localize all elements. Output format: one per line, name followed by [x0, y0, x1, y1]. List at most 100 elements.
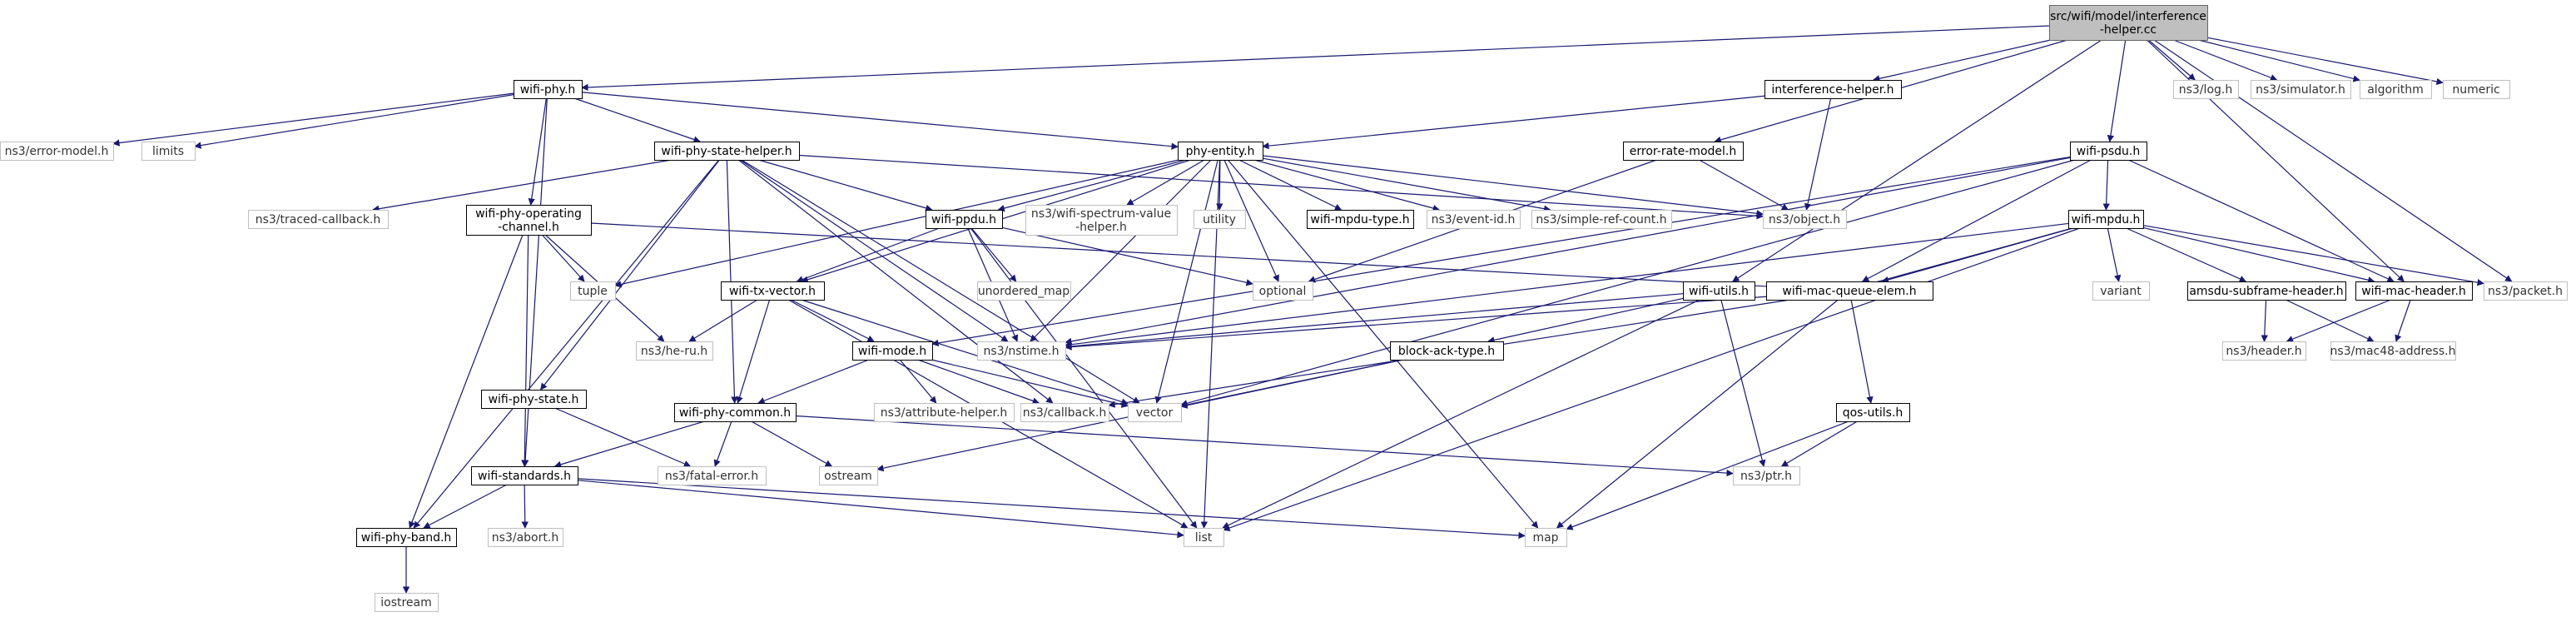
node-box [658, 466, 767, 485]
node-label: -helper.h [1075, 221, 1127, 234]
edge-phy-entity-to-vector [1154, 159, 1219, 404]
node-box [1733, 466, 1800, 485]
node-phy-entity[interactable]: phy-entity.h [1178, 142, 1263, 161]
node-block-ack-type[interactable]: block-ack-type.h [1390, 341, 1504, 361]
node-ns3-nstime[interactable]: ns3/nstime.h [977, 341, 1066, 361]
node-label: ns3/error-model.h [5, 145, 109, 158]
edge-qos-utils-to-ns3-ptr [1780, 420, 1858, 467]
node-tuple[interactable]: tuple [570, 281, 616, 301]
node-wifi-mpdu-type[interactable]: wifi-mpdu-type.h [1307, 210, 1414, 229]
node-ns3-ptr[interactable]: ns3/ptr.h [1733, 466, 1800, 485]
node-interference-helper[interactable]: interference-helper.h [1764, 80, 1902, 99]
node-wifi-standards[interactable]: wifi-standards.h [471, 466, 578, 485]
node-wifi-ppdu[interactable]: wifi-ppdu.h [926, 210, 1003, 229]
node-label: wifi-mpdu.h [2072, 213, 2141, 226]
edge-wifi-tx-vector-to-wifi-mode [790, 299, 875, 342]
node-wifi-phy-operating-channel[interactable]: wifi-phy-operating-channel.h [466, 205, 592, 236]
node-error-rate-model[interactable]: error-rate-model.h [1623, 142, 1744, 161]
node-label: ns3/nstime.h [984, 345, 1060, 358]
node-box [1764, 80, 1902, 99]
edge-phy-entity-to-ns3-object [1262, 155, 1764, 217]
node-vector[interactable]: vector [1128, 403, 1182, 422]
node-ns3-traced-callback[interactable]: ns3/traced-callback.h [248, 210, 389, 229]
node-ns3-he-ru[interactable]: ns3/he-ru.h [636, 341, 713, 361]
node-box [2070, 142, 2147, 161]
node-wifi-phy-common[interactable]: wifi-phy-common.h [674, 403, 797, 422]
node-wifi-utils[interactable]: wifi-utils.h [1683, 281, 1755, 301]
edge-wifi-phy-state-to-ns3-fatal-error [554, 407, 692, 467]
node-root[interactable]: src/wifi/model/interference-helper.cc [2049, 5, 2208, 41]
node-ns3-abort[interactable]: ns3/abort.h [488, 528, 563, 547]
edge-wifi-phy-state-helper-to-ns3-nstime [739, 159, 1009, 342]
node-wifi-mac-header[interactable]: wifi-mac-header.h [2355, 281, 2473, 301]
node-box [977, 281, 1071, 301]
node-ns3-object[interactable]: ns3/object.h [1763, 210, 1847, 229]
edge-wifi-mpdu-to-wifi-mac-header [2142, 226, 2375, 284]
node-ns3-simulator[interactable]: ns3/simulator.h [2251, 80, 2351, 99]
node-ns3-callback[interactable]: ns3/callback.h [1020, 403, 1109, 422]
edge-wifi-mode-to-wifi-phy-common [757, 359, 870, 405]
node-unordered-map[interactable]: unordered_map [977, 281, 1071, 301]
node-wifi-tx-vector[interactable]: wifi-tx-vector.h [721, 281, 825, 301]
node-ns3-mac48-address[interactable]: ns3/mac48-address.h [2330, 341, 2456, 361]
node-qos-utils[interactable]: qos-utils.h [1836, 403, 1910, 422]
node-label: ns3/object.h [1769, 213, 1840, 226]
node-label: wifi-mode.h [858, 345, 926, 358]
node-wifi-phy-state-helper[interactable]: wifi-phy-state-helper.h [654, 142, 800, 161]
node-ns3-fatal-error[interactable]: ns3/fatal-error.h [658, 466, 767, 485]
node-ns3-error-model[interactable]: ns3/error-model.h [0, 142, 114, 161]
edge-root-to-ns3-packet [2153, 39, 2513, 282]
node-label: vector [1136, 406, 1174, 420]
node-ostream[interactable]: ostream [819, 466, 878, 485]
node-label: tuple [578, 285, 608, 298]
node-label: qos-utils.h [1843, 406, 1903, 420]
node-numeric[interactable]: numeric [2443, 80, 2510, 99]
node-limits[interactable]: limits [141, 142, 196, 161]
node-wifi-mac-queue-elem[interactable]: wifi-mac-queue-elem.h [1766, 281, 1933, 301]
node-algorithm[interactable]: algorithm [2360, 80, 2432, 99]
node-label: variant [2100, 285, 2142, 298]
edge-wifi-tx-vector-to-vector [801, 299, 1129, 406]
edge-wifi-psdu-to-set [1861, 159, 2092, 282]
edge-wifi-tx-vector-to-wifi-phy-common [736, 299, 771, 404]
edge-wifi-utils-to-ns3-nstime [1065, 293, 1684, 350]
node-optional[interactable]: optional [1253, 281, 1313, 301]
node-ns3-packet[interactable]: ns3/packet.h [2484, 281, 2568, 301]
node-box [1427, 210, 1521, 229]
edge-wifi-phy-common-to-ns3-ptr [795, 415, 1734, 477]
node-label: ns3/he-ru.h [641, 345, 707, 358]
node-ns3-event-id[interactable]: ns3/event-id.h [1427, 210, 1521, 229]
node-wifi-phy-state[interactable]: wifi-phy-state.h [481, 390, 587, 409]
node-wifi-phy[interactable]: wifi-phy.h [514, 80, 583, 99]
edge-root-to-ns3-simulator [2173, 39, 2278, 82]
node-wifi-phy-band[interactable]: wifi-phy-band.h [356, 528, 457, 547]
node-map[interactable]: map [1525, 528, 1567, 547]
node-iostream[interactable]: iostream [375, 593, 439, 612]
edge-wifi-phy-to-limits [194, 94, 514, 149]
node-box [1683, 281, 1755, 301]
node-box [1025, 205, 1178, 236]
node-list[interactable]: list [1184, 528, 1224, 547]
node-label: ns3/mac48-address.h [2330, 345, 2456, 358]
node-ns3-wifi-spectrum-value-helper[interactable]: ns3/wifi-spectrum-value-helper.h [1025, 205, 1178, 236]
node-ns3-log[interactable]: ns3/log.h [2173, 80, 2239, 99]
edge-phy-entity-to-ns3-nstime [1030, 159, 1212, 342]
node-ns3-simple-ref-count[interactable]: ns3/simple-ref-count.h [1531, 210, 1672, 229]
node-label: interference-helper.h [1771, 83, 1894, 97]
node-box [1178, 142, 1263, 161]
node-label: numeric [2452, 83, 2499, 97]
node-box [674, 403, 797, 422]
node-box [2330, 341, 2456, 361]
node-variant[interactable]: variant [2092, 281, 2150, 301]
node-label: wifi-utils.h [1689, 285, 1749, 298]
node-box [2187, 281, 2346, 301]
node-wifi-mode[interactable]: wifi-mode.h [852, 341, 933, 361]
node-ns3-header[interactable]: ns3/header.h [2222, 341, 2306, 361]
node-box [1020, 403, 1109, 422]
node-label: ns3/fatal-error.h [665, 470, 758, 483]
node-amsdu-subframe-header[interactable]: amsdu-subframe-header.h [2187, 281, 2346, 301]
node-wifi-mpdu[interactable]: wifi-mpdu.h [2068, 210, 2144, 229]
node-wifi-psdu[interactable]: wifi-psdu.h [2070, 142, 2147, 161]
node-utility[interactable]: utility [1194, 210, 1246, 229]
node-ns3-attribute-helper[interactable]: ns3/attribute-helper.h [874, 403, 1015, 422]
